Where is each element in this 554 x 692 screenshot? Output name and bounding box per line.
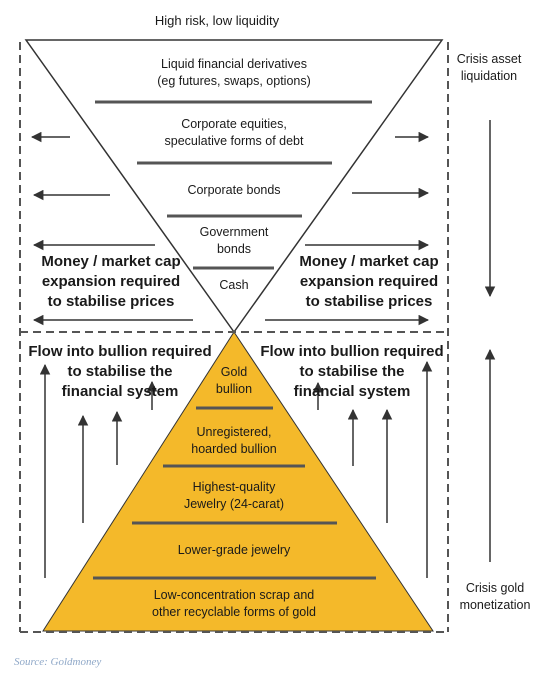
- gold-pyramid-dividers: [93, 406, 376, 580]
- right-outflow-arrows: [265, 131, 430, 326]
- inverted-pyramid: [24, 39, 444, 334]
- gold-layer-scrap: Low-concentration scrap and other recycl…: [152, 588, 316, 619]
- crisis-gold-monetization: Crisis gold monetization: [459, 581, 531, 612]
- left-inflow-arrows: [39, 363, 158, 578]
- bullion-flow-left: Flow into bullion required to stabilise …: [28, 343, 212, 400]
- gold-layer-hoarded: Unregistered, hoarded bullion: [191, 425, 277, 456]
- top-label: High risk, low liquidity: [154, 13, 280, 28]
- money-expansion-left: Money / market cap expansion required to…: [41, 253, 181, 310]
- source-note: Source: Goldmoney: [14, 656, 102, 668]
- layer-cash: Cash: [219, 278, 249, 292]
- gold-pyramid: [42, 331, 434, 632]
- gold-layer-24carat: Highest-quality Jewelry (24-carat): [183, 480, 285, 511]
- inverted-pyramid-dividers: [95, 100, 372, 270]
- money-expansion-right: Money / market cap expansion required to…: [299, 253, 439, 310]
- right-inflow-arrows: [312, 360, 433, 578]
- layer-corporate-bonds: Corporate bonds: [187, 183, 281, 197]
- gold-layer-lowgrade: Lower-grade jewelry: [177, 543, 291, 557]
- layer-equities: Corporate equities, speculative forms of…: [164, 117, 304, 148]
- bullion-flow-right: Flow into bullion required to stabilise …: [260, 343, 444, 400]
- layer-derivatives: Liquid financial derivatives (eg futures…: [157, 57, 311, 88]
- left-outflow-arrows: [30, 131, 193, 326]
- gold-layer-bullion: Gold bullion: [215, 365, 253, 396]
- crisis-asset-liquidation: Crisis asset liquidation: [456, 52, 522, 83]
- layer-government-bonds: Government bonds: [199, 225, 269, 256]
- dashed-frame: [19, 42, 449, 633]
